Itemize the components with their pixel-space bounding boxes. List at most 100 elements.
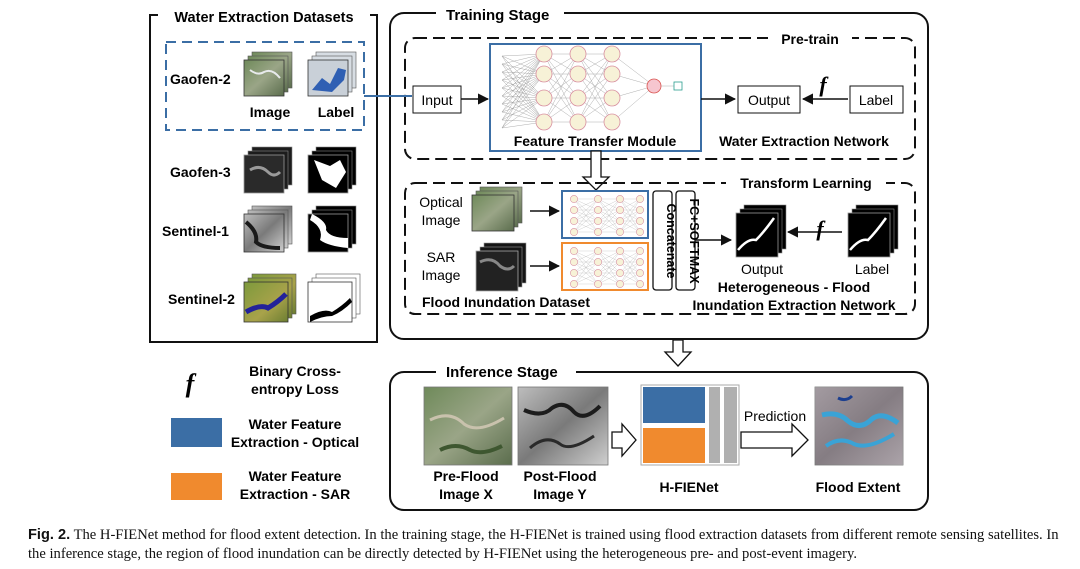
branch-nn-node xyxy=(570,280,578,288)
branch-nn-connection xyxy=(573,250,599,285)
gaofen3-label-thumb xyxy=(307,146,357,194)
branch-nn-node xyxy=(636,217,644,225)
training-stage-panel: Training Stage Pre-train Input Feature T… xyxy=(364,4,929,340)
inference-stage-title: Inference Stage xyxy=(446,364,558,381)
pretrain-f-symbol: f xyxy=(819,72,829,97)
nn-node xyxy=(569,113,587,131)
nn-node xyxy=(535,113,553,131)
branch-nn-connection xyxy=(573,198,599,233)
nn-connection xyxy=(543,73,579,123)
gaofen3-image-thumb xyxy=(243,146,293,194)
pretrain-input-text: Input xyxy=(421,92,452,108)
branch-nn-node xyxy=(594,206,602,214)
branch-nn-node xyxy=(636,195,644,203)
concatenate-label: Concatenate xyxy=(664,203,678,278)
optical-image-line2: Image xyxy=(422,212,461,228)
nn-node xyxy=(603,113,621,131)
transfer-f-symbol: f xyxy=(816,216,826,241)
transform-learning-title: Transform Learning xyxy=(740,175,871,191)
nn-connection xyxy=(501,53,545,105)
post-flood-line2: Image Y xyxy=(533,486,587,502)
branch-nn-connection xyxy=(573,250,599,263)
legend-optical-line1: Water Feature xyxy=(249,416,342,432)
gaofen2-image-thumb xyxy=(243,51,293,97)
nn-connection xyxy=(501,53,545,129)
branch-nn-node xyxy=(616,258,624,266)
pretrain-box xyxy=(404,37,916,160)
transform-learning-box xyxy=(404,182,916,315)
legend-loss-line2: entropy Loss xyxy=(251,381,339,397)
h-fienet-label: H-FIENet xyxy=(659,479,718,495)
branch-nn-node xyxy=(636,247,644,255)
branch-nn-connection xyxy=(573,209,599,233)
pretrain-title: Pre-train xyxy=(781,31,839,47)
nn-connection xyxy=(611,85,655,123)
nn-connection xyxy=(501,73,545,113)
nn-connection xyxy=(501,53,545,97)
gaofen3-name: Gaofen-3 xyxy=(170,164,231,180)
branch-nn-node xyxy=(636,258,644,266)
pre-flood-line1: Pre-Flood xyxy=(433,468,498,484)
branch-nn-connection xyxy=(619,209,641,233)
flood-extent-label: Flood Extent xyxy=(816,479,901,495)
figure-caption-label: Fig. 2. xyxy=(28,527,71,543)
training-stage-title: Training Stage xyxy=(446,7,549,24)
gaofen2-highlight-box xyxy=(165,41,365,131)
legend: f Binary Cross- entropy Loss Water Featu… xyxy=(171,363,359,502)
branch-nn-connection xyxy=(619,198,641,233)
branch-nn-node xyxy=(636,269,644,277)
branch-nn-node xyxy=(594,247,602,255)
branch-nn-node xyxy=(570,258,578,266)
fc-softmax-label: FC+SOFTMAX xyxy=(687,198,701,284)
sentinel2-label-thumb xyxy=(307,273,361,323)
hfiee-network-line1: Heterogeneous - Flood xyxy=(718,279,870,295)
transfer-label-thumb xyxy=(847,204,899,258)
optical-image-thumb xyxy=(471,186,523,232)
branch-nn-connection xyxy=(573,272,599,285)
sentinel1-name: Sentinel-1 xyxy=(162,223,229,239)
nn-output-node xyxy=(673,81,683,91)
branch-nn-node xyxy=(616,217,624,225)
prediction-arrow xyxy=(740,422,809,458)
prediction-label: Prediction xyxy=(744,408,806,424)
hfiee-network-line2: Inundation Extraction Network xyxy=(692,297,895,313)
pre-flood-image xyxy=(423,386,513,466)
gaofen2-image-caption: Image xyxy=(250,104,291,120)
branch-nn-connection xyxy=(619,250,641,274)
pretrain-label-box xyxy=(849,85,904,114)
legend-loss-line1: Binary Cross- xyxy=(249,363,341,379)
transfer-output-thumb xyxy=(735,204,787,258)
legend-optical-swatch xyxy=(171,418,222,447)
branch-nn-node xyxy=(636,228,644,236)
inference-stage-panel: Inference Stage Pre-Flood Image X Post-F… xyxy=(389,360,929,511)
neural-network-nodes xyxy=(535,45,683,131)
pretrain-input-box xyxy=(412,85,462,114)
nn-node xyxy=(569,45,587,63)
figure-caption-text: The H-FIENet method for flood extent det… xyxy=(28,527,1059,562)
legend-sar-line2: Extraction - SAR xyxy=(240,486,350,502)
branch-nn-node xyxy=(570,206,578,214)
nn-connection xyxy=(543,53,579,123)
sar-image-line2: Image xyxy=(422,267,461,283)
sentinel1-label-thumb xyxy=(307,205,357,253)
branch-nn-connection xyxy=(597,272,621,285)
nn-node xyxy=(646,78,662,94)
branch-nn-connection xyxy=(573,261,599,285)
gaofen2-label-thumb xyxy=(307,51,357,97)
branch-nn-node xyxy=(570,269,578,277)
nn-node xyxy=(569,65,587,83)
branch-nn-node xyxy=(636,206,644,214)
branch-nn-connection xyxy=(597,250,621,263)
nn-node xyxy=(603,45,621,63)
branch-nn-connection xyxy=(597,261,621,285)
nn-node xyxy=(603,65,621,83)
sar-image-thumb xyxy=(475,242,527,292)
flood-extent-image xyxy=(814,386,904,466)
sentinel2-image-thumb xyxy=(243,273,297,323)
post-flood-line1: Post-Flood xyxy=(523,468,596,484)
branch-nn-connection xyxy=(573,220,599,233)
nn-node xyxy=(535,65,553,83)
nn-connection xyxy=(501,97,545,129)
h-fienet-model-block xyxy=(640,384,740,466)
